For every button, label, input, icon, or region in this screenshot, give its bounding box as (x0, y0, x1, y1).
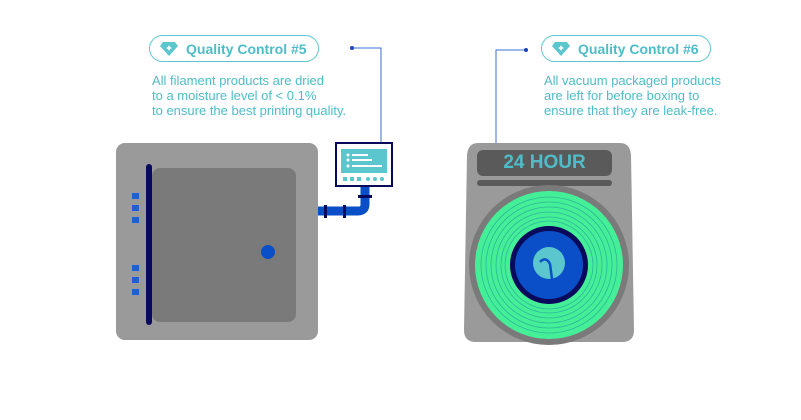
vacuum-chamber (464, 143, 634, 345)
quality-control-5-description: All filament products are dried to a moi… (152, 73, 347, 118)
pipe (318, 185, 372, 218)
badge-title: Quality Control #5 (186, 40, 307, 57)
quality-control-6-badge: Quality Control #6 (541, 35, 711, 62)
timer-display: 24 HOUR (503, 152, 586, 173)
brand-logo-icon (533, 247, 565, 280)
diamond-icon (552, 41, 570, 56)
control-monitor (335, 142, 393, 187)
quality-control-5-badge: Quality Control #5 (149, 35, 319, 62)
badge-title: Quality Control #6 (578, 40, 699, 57)
door-knob (261, 245, 275, 259)
diamond-icon (160, 41, 178, 56)
connector-line-qc6 (495, 48, 528, 143)
dryer-oven (116, 143, 318, 340)
connector-line-qc5 (350, 46, 382, 143)
quality-control-6-description: All vacuum packaged products are left fo… (544, 73, 722, 118)
